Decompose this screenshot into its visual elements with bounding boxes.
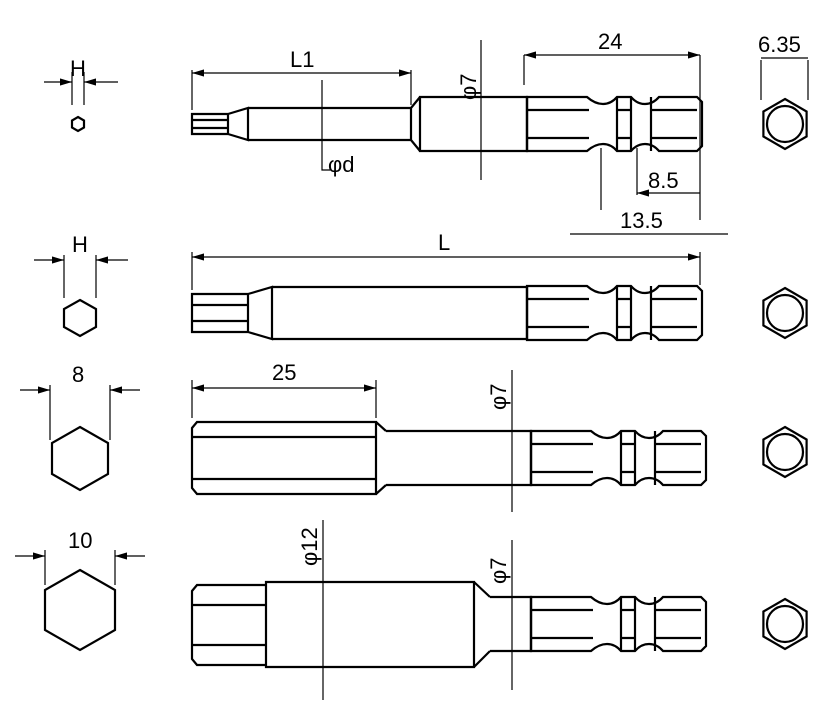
hex-end-view (762, 97, 808, 151)
label-8: 8 (72, 362, 84, 387)
label-phid: φd (328, 152, 355, 177)
small-hex-profile (70, 115, 86, 133)
bit-row-2: H L (34, 230, 808, 342)
label-8-5: 8.5 (648, 168, 679, 193)
label-phi7: φ7 (486, 557, 511, 584)
hex-profile (50, 425, 110, 492)
hex-end-view (762, 597, 808, 651)
hex-end-view (762, 425, 808, 479)
label-24: 24 (598, 29, 622, 54)
label-phi7: φ7 (456, 73, 481, 100)
label-6-35: 6.35 (758, 32, 801, 57)
hex-profile (62, 298, 98, 338)
label-l1: L1 (290, 47, 314, 72)
label-l: L (438, 230, 450, 255)
hex-profile (43, 568, 117, 652)
bit-row-3: 8 25 φ7 (20, 360, 808, 512)
bit-row-1: H L1 φd φ7 24 8.5 13.5 6.35 (44, 29, 809, 235)
label-phi7: φ7 (486, 383, 511, 410)
label-13-5: 13.5 (620, 208, 663, 233)
label-h: H (70, 56, 86, 81)
bit-row-4: 10 φ12 φ7 (15, 520, 808, 700)
label-h: H (72, 232, 88, 257)
hex-end-view (762, 286, 808, 340)
label-phi12: φ12 (297, 527, 322, 566)
label-10: 10 (68, 528, 92, 553)
label-25: 25 (272, 360, 296, 385)
